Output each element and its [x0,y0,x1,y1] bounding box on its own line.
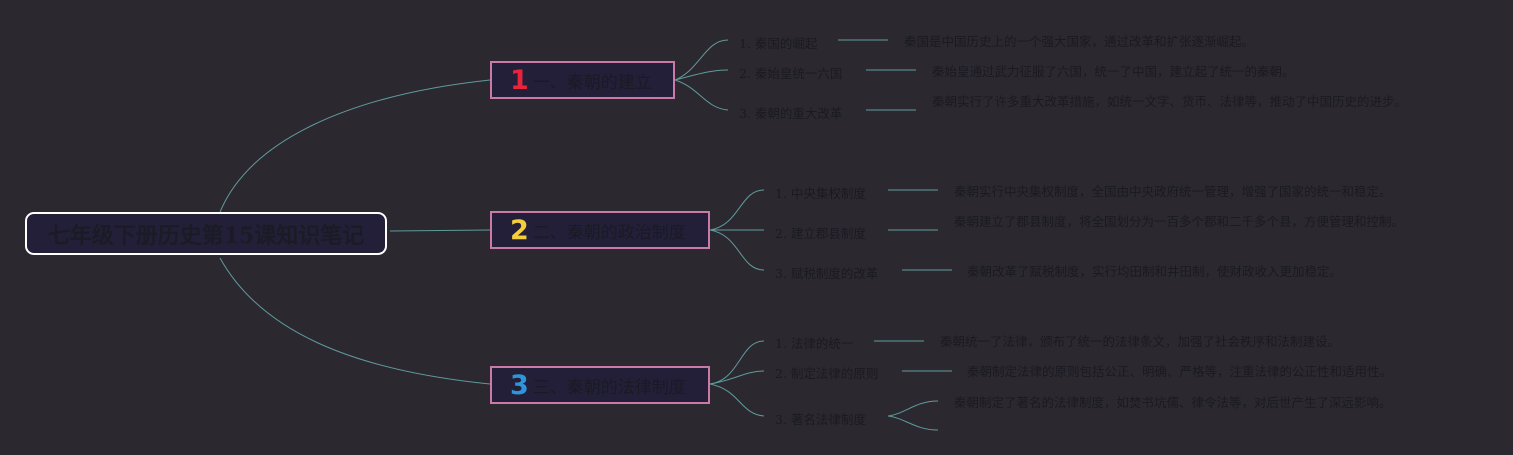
topic-item[interactable]: 3. 秦朝的重大改革 [739,106,843,121]
branch-node-2[interactable]: 2 二、秦朝的政治制度 [490,211,710,249]
topic-connector [674,79,729,111]
topic-detail: 秦朝实行了许多重大改革措施，如统一文字、货币、法律等，推动了中国历史的进步。 [932,94,1408,109]
number-2-badge: 2 [510,214,529,246]
topic-connector [674,69,729,81]
topic-item[interactable]: 3. 著名法律制度 [775,412,866,427]
root-connector-3 [219,257,491,385]
branch-node-1[interactable]: 1 一、秦朝的建立 [490,61,675,99]
number-1-badge: 1 [510,64,529,96]
root-connector-1 [219,79,491,213]
topic-connector [709,189,765,231]
detail-connector [887,415,939,431]
topic-detail: 秦朝制定法律的原则包括公正、明确、严格等，注重法律的公正性和适用性。 [967,364,1393,379]
topic-connector [709,383,765,417]
branch-label: 二、秦朝的政治制度 [532,222,686,243]
branch-node-3[interactable]: 3 三、秦朝的法律制度 [490,366,710,404]
topic-item[interactable]: 2. 制定法律的原则 [775,366,879,381]
topic-item[interactable]: 1. 中央集权制度 [775,186,866,201]
branch-label: 三、秦朝的法律制度 [532,377,686,398]
topic-item[interactable]: 2. 建立郡县制度 [775,226,866,241]
topic-connector [709,370,765,385]
number-3-badge: 3 [510,369,529,401]
branch-label: 一、秦朝的建立 [532,72,652,93]
topic-detail: 秦朝制定了著名的法律制度，如焚书坑儒、律令法等，对后世产生了深远影响。 [954,395,1392,410]
topic-detail: 秦朝建立了郡县制度，将全国划分为一百多个郡和二千多个县，方便管理和控制。 [954,214,1405,229]
detail-connector [887,400,939,417]
root-title: 七年级下册历史第15课知识笔记 [47,222,365,249]
topic-detail: 秦国是中国历史上的一个强大国家，通过改革和扩张逐渐崛起。 [904,34,1255,49]
topic-detail: 秦朝实行中央集权制度，全国由中央政府统一管理，增强了国家的统一和稳定。 [954,184,1392,199]
topic-item[interactable]: 1. 法律的统一 [775,336,854,351]
topic-item[interactable]: 3. 赋税制度的改革 [775,266,879,281]
root-node[interactable]: 七年级下册历史第15课知识笔记 [25,212,387,255]
root-connector-2 [389,229,491,232]
topic-detail: 秦朝统一了法律，颁布了统一的法律条文，加强了社会秩序和法制建设。 [940,334,1341,349]
topic-connector [674,39,729,81]
topic-item[interactable]: 2. 秦始皇统一六国 [739,66,843,81]
topic-item[interactable]: 1. 秦国的崛起 [739,36,818,51]
topic-connector [709,229,765,271]
topic-detail: 秦朝改革了赋税制度，实行均田制和井田制，使财政收入更加稳定。 [967,264,1343,279]
topic-connector [709,340,765,385]
topic-detail: 秦始皇通过武力征服了六国，统一了中国，建立起了统一的秦朝。 [932,64,1295,79]
